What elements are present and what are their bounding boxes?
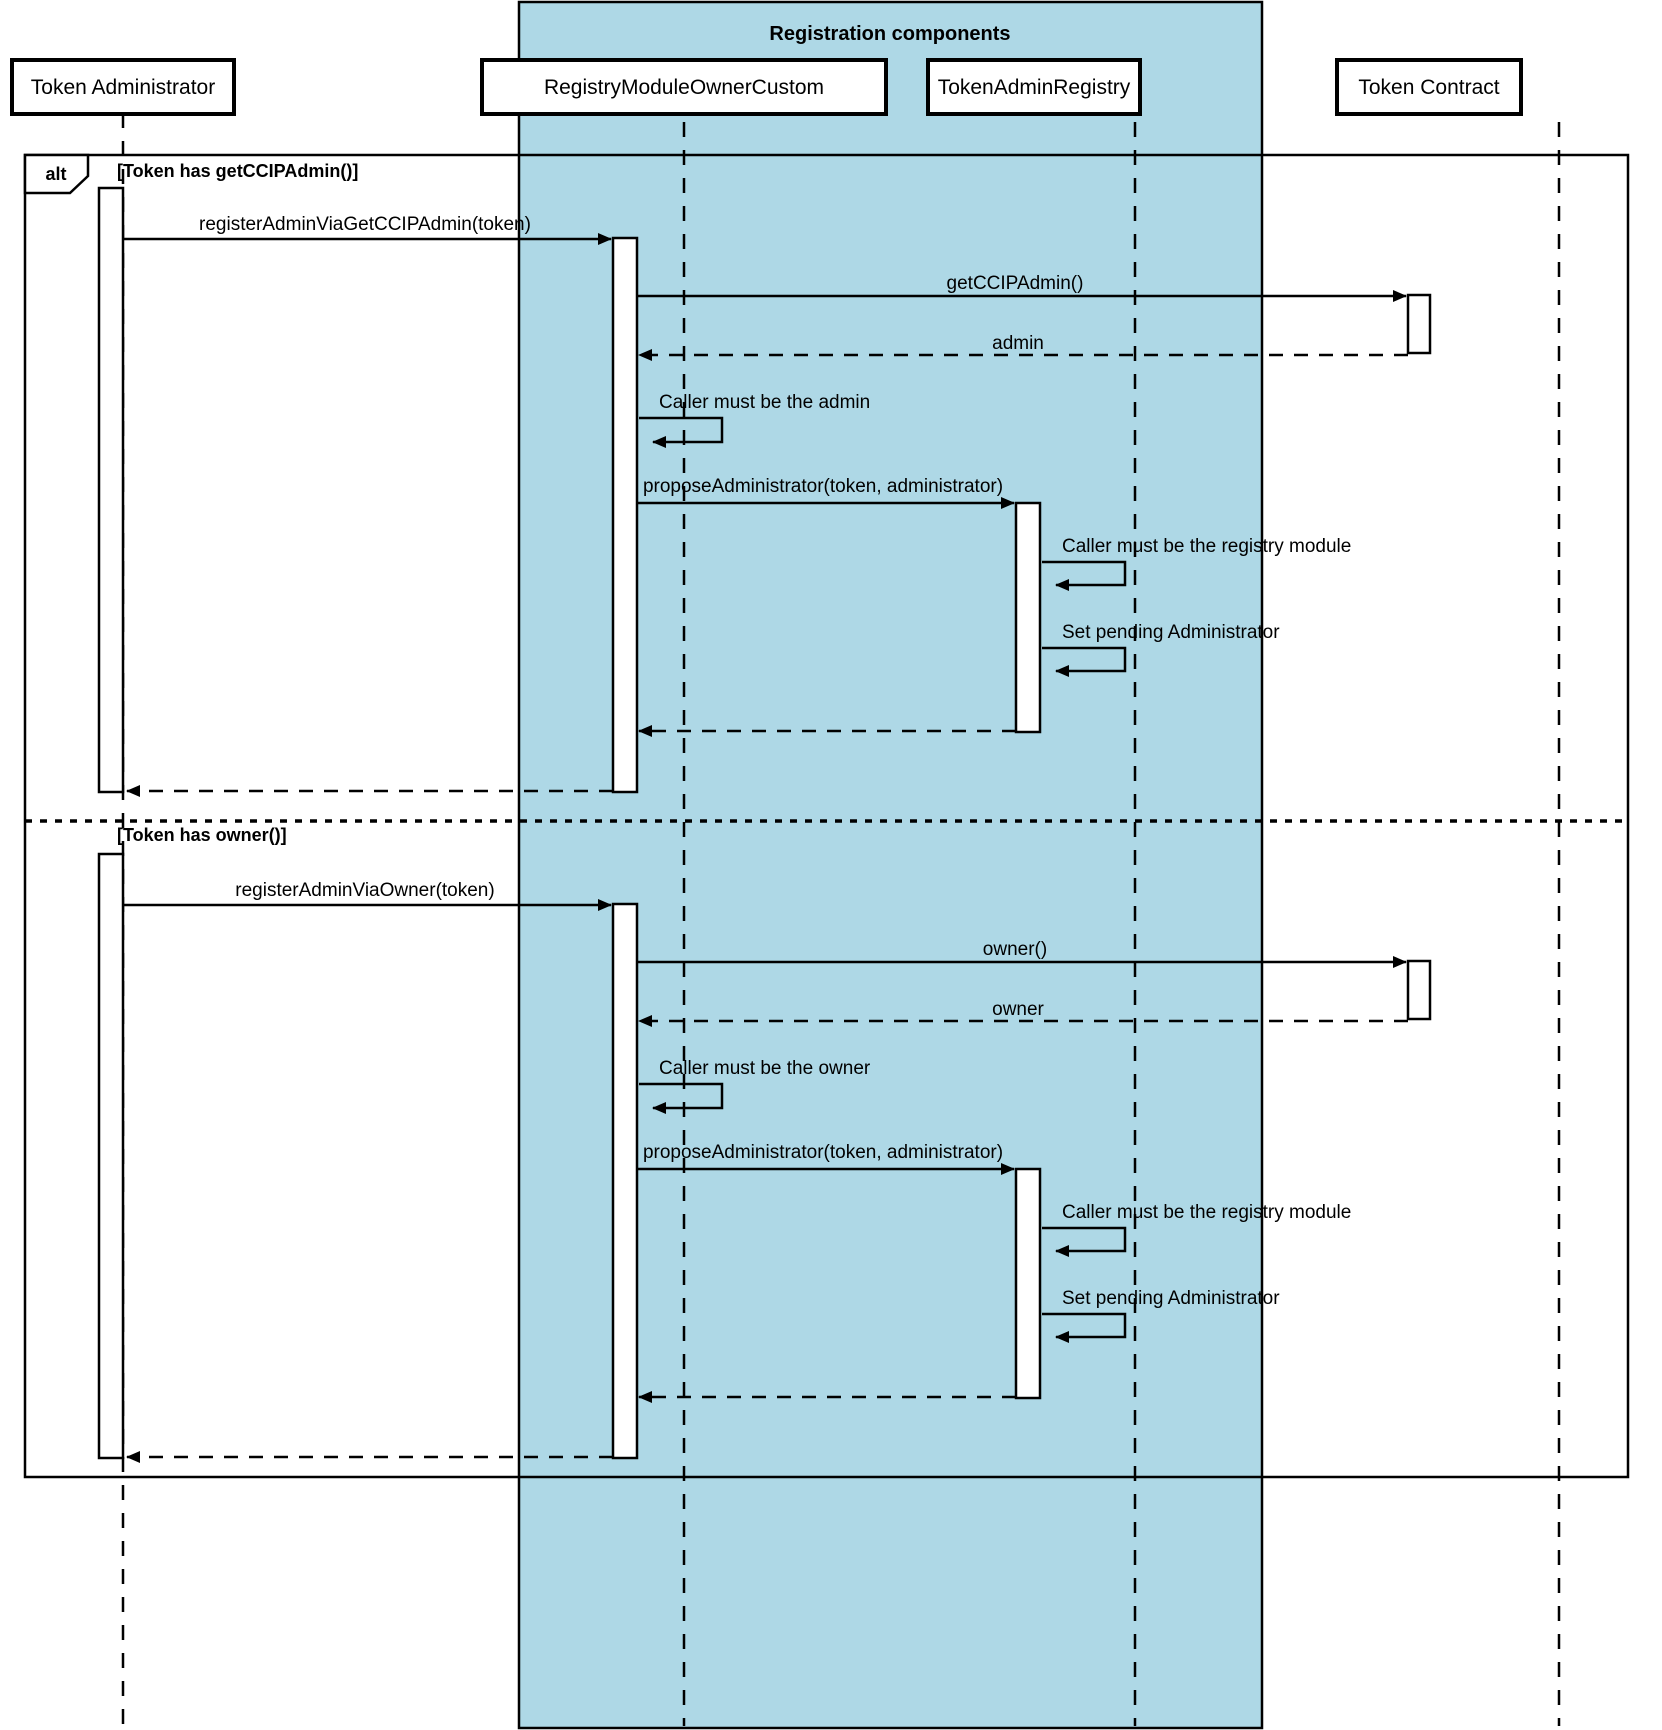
message-return-owner: owner (638, 999, 1408, 1027)
self-message-path (1042, 1226, 1127, 1257)
self-message-caller-must-be-the-admin: Caller must be the admin (639, 392, 870, 448)
participant-registrymoduleownercustom[interactable]: RegistryModuleOwnerCustom (480, 58, 888, 116)
self-message-caller-must-be-the-registry-module-1: Caller must be the registry module (1042, 536, 1351, 591)
message-label: Caller must be the admin (659, 392, 870, 413)
message-registeradminviaowner: registerAdminViaOwner(token) (123, 880, 612, 911)
message-label: admin (992, 333, 1044, 354)
activation-bar-tokenadminregistry-2 (1014, 1167, 1042, 1400)
alt-frame-operator-label: alt (45, 164, 66, 184)
activation-bar-token-contract-1 (1406, 293, 1432, 355)
self-message-path (639, 416, 724, 448)
message-label: Caller must be the registry module (1062, 1202, 1351, 1223)
activation-bar-token-contract-2 (1406, 959, 1432, 1021)
self-message-path (1042, 560, 1127, 591)
message-label: registerAdminViaGetCCIPAdmin(token) (199, 214, 531, 235)
message-label: Caller must be the owner (659, 1058, 871, 1079)
activation-bar-token-administrator-2 (97, 852, 125, 1460)
participant-label: RegistryModuleOwnerCustom (544, 76, 824, 99)
message-label: Set pending Administrator (1062, 622, 1280, 643)
alt-fragment-1-guard: [Token has getCCIPAdmin()] (117, 161, 358, 181)
self-message-path (639, 1082, 724, 1114)
participant-token-administrator[interactable]: Token Administrator (10, 58, 236, 116)
message-registeradminviagetccipadmin: registerAdminViaGetCCIPAdmin(token) (123, 214, 612, 245)
message-return-admin: admin (638, 333, 1408, 361)
activation-bar-registrymoduleownercustom-2 (611, 902, 639, 1460)
message-label: getCCIPAdmin() (947, 273, 1084, 294)
message-getccipadmin: getCCIPAdmin() (637, 273, 1407, 302)
activation-bar-token-administrator-1 (97, 186, 125, 794)
participant-tokenadminregistry[interactable]: TokenAdminRegistry (926, 58, 1142, 116)
self-message-set-pending-administrator-2: Set pending Administrator (1042, 1288, 1280, 1343)
message-label: owner (992, 999, 1044, 1020)
activation-bar-registrymoduleownercustom-1 (611, 236, 639, 794)
self-message-path (1042, 646, 1127, 677)
message-label: registerAdminViaOwner(token) (235, 880, 494, 901)
message-label: Caller must be the registry module (1062, 536, 1351, 557)
self-message-path (1042, 1312, 1127, 1343)
participant-label: Token Contract (1358, 76, 1499, 99)
self-message-caller-must-be-the-owner: Caller must be the owner (639, 1058, 871, 1114)
message-proposeadministrator-2: proposeAdministrator(token, administrato… (637, 1142, 1015, 1175)
participant-token-contract[interactable]: Token Contract (1335, 58, 1523, 116)
alt-frame: alt [Token has getCCIPAdmin()] [Token ha… (23, 153, 1630, 1479)
message-label: proposeAdministrator(token, administrato… (643, 1142, 1003, 1163)
participant-label: Token Administrator (31, 76, 215, 99)
message-label: owner() (983, 939, 1047, 960)
activation-bar-tokenadminregistry-1 (1014, 501, 1042, 734)
message-owner-call: owner() (637, 939, 1407, 968)
message-label: Set pending Administrator (1062, 1288, 1280, 1309)
message-label: proposeAdministrator(token, administrato… (643, 476, 1003, 497)
group-box-title: Registration components (769, 23, 1010, 45)
self-message-set-pending-administrator-1: Set pending Administrator (1042, 622, 1280, 677)
alt-fragment-2-guard: [Token has owner()] (117, 825, 287, 845)
self-message-caller-must-be-the-registry-module-2: Caller must be the registry module (1042, 1202, 1351, 1257)
activation-bars (97, 186, 1432, 1460)
group-box-registration-components: Registration components (517, 0, 1264, 1730)
participant-label: TokenAdminRegistry (938, 76, 1131, 99)
message-proposeadministrator-1: proposeAdministrator(token, administrato… (637, 476, 1015, 509)
